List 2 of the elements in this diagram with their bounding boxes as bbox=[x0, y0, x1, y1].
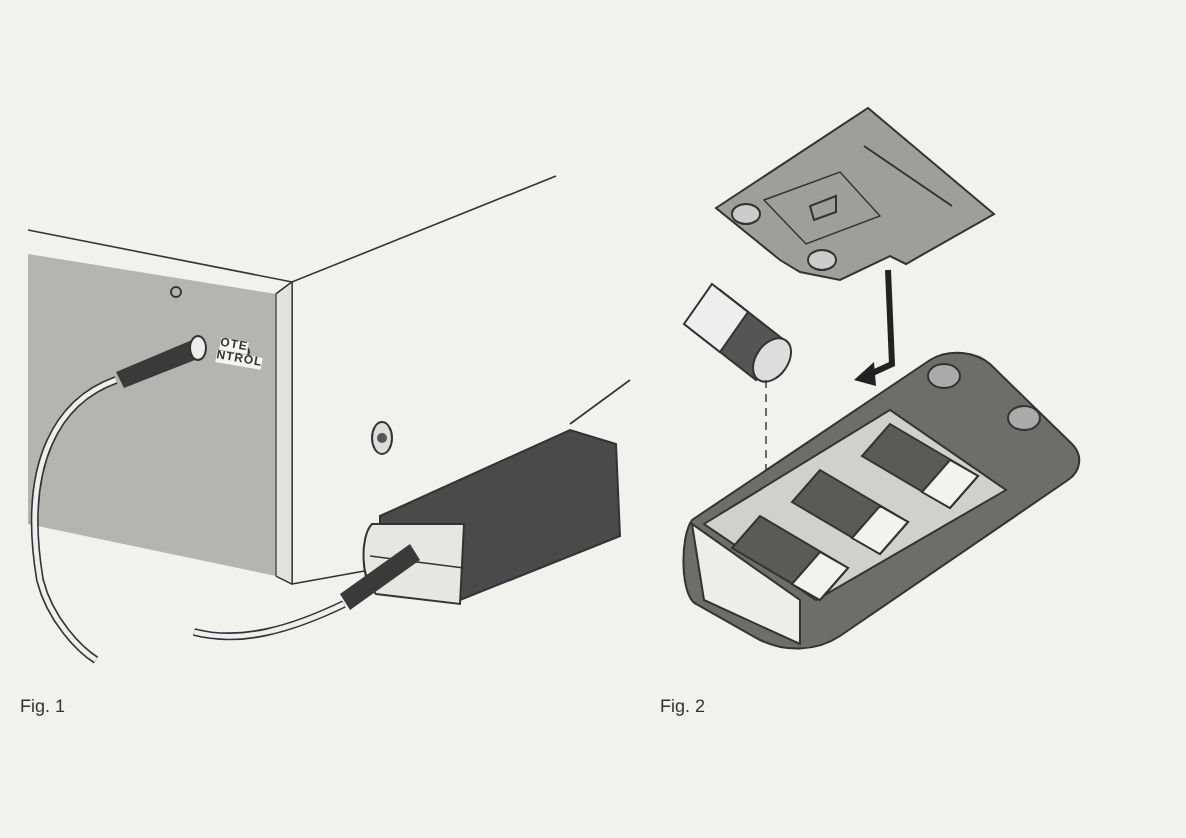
figure-label: Fig. 2 bbox=[660, 696, 706, 716]
figure-label: Fig. 1 bbox=[20, 696, 66, 716]
